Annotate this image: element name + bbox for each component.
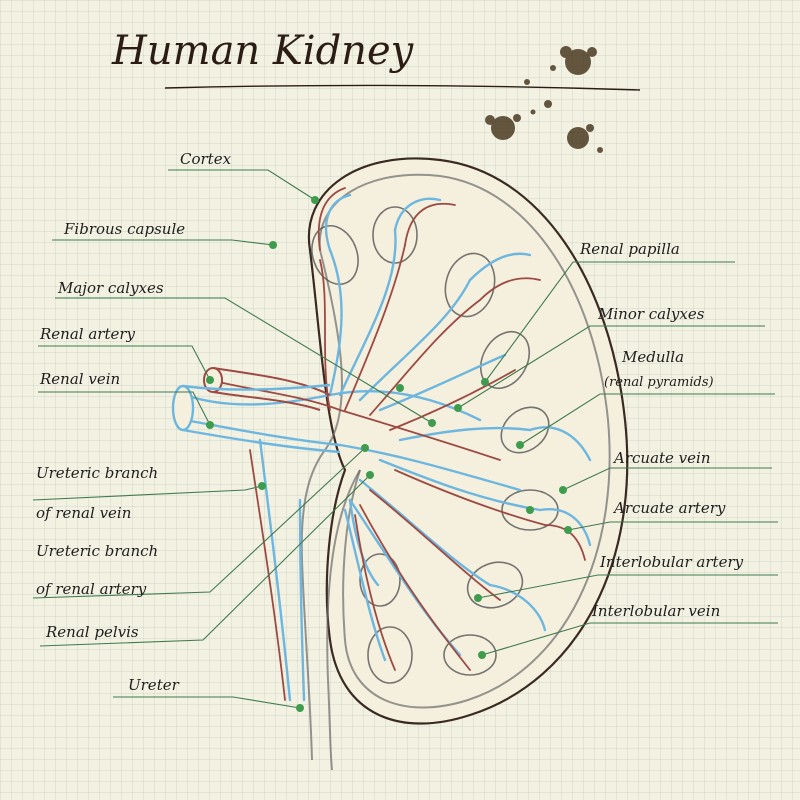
- leader-major-calyxes: [55, 297, 433, 424]
- leader-arcuate-vein: [562, 467, 772, 491]
- label-ureteric-branch-artery-line1: Ureteric branch: [36, 542, 159, 560]
- label-renal-pelvis: Renal pelvis: [46, 623, 139, 641]
- leader-renal-pelvis: [39, 474, 371, 647]
- pointer-dots: [206, 196, 572, 712]
- leader-renal-papilla: [484, 261, 735, 383]
- arteries: [209, 187, 586, 701]
- label-minor-calyxes: Minor calyxes: [598, 305, 705, 323]
- leader-ureteric-artery: [32, 447, 366, 599]
- label-ureteric-branch-vein-line2: of renal vein: [36, 504, 132, 522]
- page-title: Human Kidney: [112, 28, 414, 74]
- leader-renal-artery: [38, 345, 211, 381]
- leader-ureteric-vein: [32, 485, 263, 501]
- label-ureteric-branch-artery-line2: of renal artery: [36, 580, 147, 598]
- label-interlobular-artery: Interlobular artery: [600, 553, 744, 571]
- ureter-outline: [326, 469, 361, 771]
- label-arcuate-vein: Arcuate vein: [614, 449, 711, 467]
- label-renal-pyramids: (renal pyramids): [604, 375, 714, 390]
- renal-vessels: [171, 367, 341, 454]
- leader-minor-calyxes: [457, 325, 765, 409]
- leader-renal-vein: [38, 391, 211, 426]
- label-interlobular-vein: Interlobular vein: [592, 602, 721, 620]
- label-arcuate-artery: Arcuate artery: [614, 499, 726, 517]
- label-cortex: Cortex: [180, 150, 232, 168]
- label-major-calyxes: Major calyxes: [58, 279, 164, 297]
- renal-pelvis-outline: [300, 249, 343, 761]
- leader-fibrous-capsule: [52, 239, 274, 246]
- label-medulla: Medulla: [622, 348, 685, 366]
- ink-splatters: [485, 46, 603, 153]
- label-ureteric-branch-vein-line1: Ureteric branch: [36, 464, 159, 482]
- label-fibrous-capsule: Fibrous capsule: [64, 220, 186, 238]
- label-renal-vein: Renal vein: [40, 370, 121, 388]
- label-renal-papilla: Renal papilla: [580, 240, 680, 258]
- leader-ureter: [113, 696, 301, 709]
- leader-cortex: [168, 169, 316, 201]
- label-renal-artery: Renal artery: [40, 325, 136, 343]
- title-underline: [164, 84, 641, 91]
- leader-interlobular-artery: [477, 574, 778, 599]
- leader-lines: [32, 169, 778, 709]
- leader-arcuate-artery: [567, 521, 778, 531]
- label-ureter: Ureter: [128, 676, 179, 694]
- leader-interlobular-vein: [481, 622, 778, 656]
- kidney-cortex-line: [318, 173, 611, 709]
- leader-medulla: [519, 393, 775, 446]
